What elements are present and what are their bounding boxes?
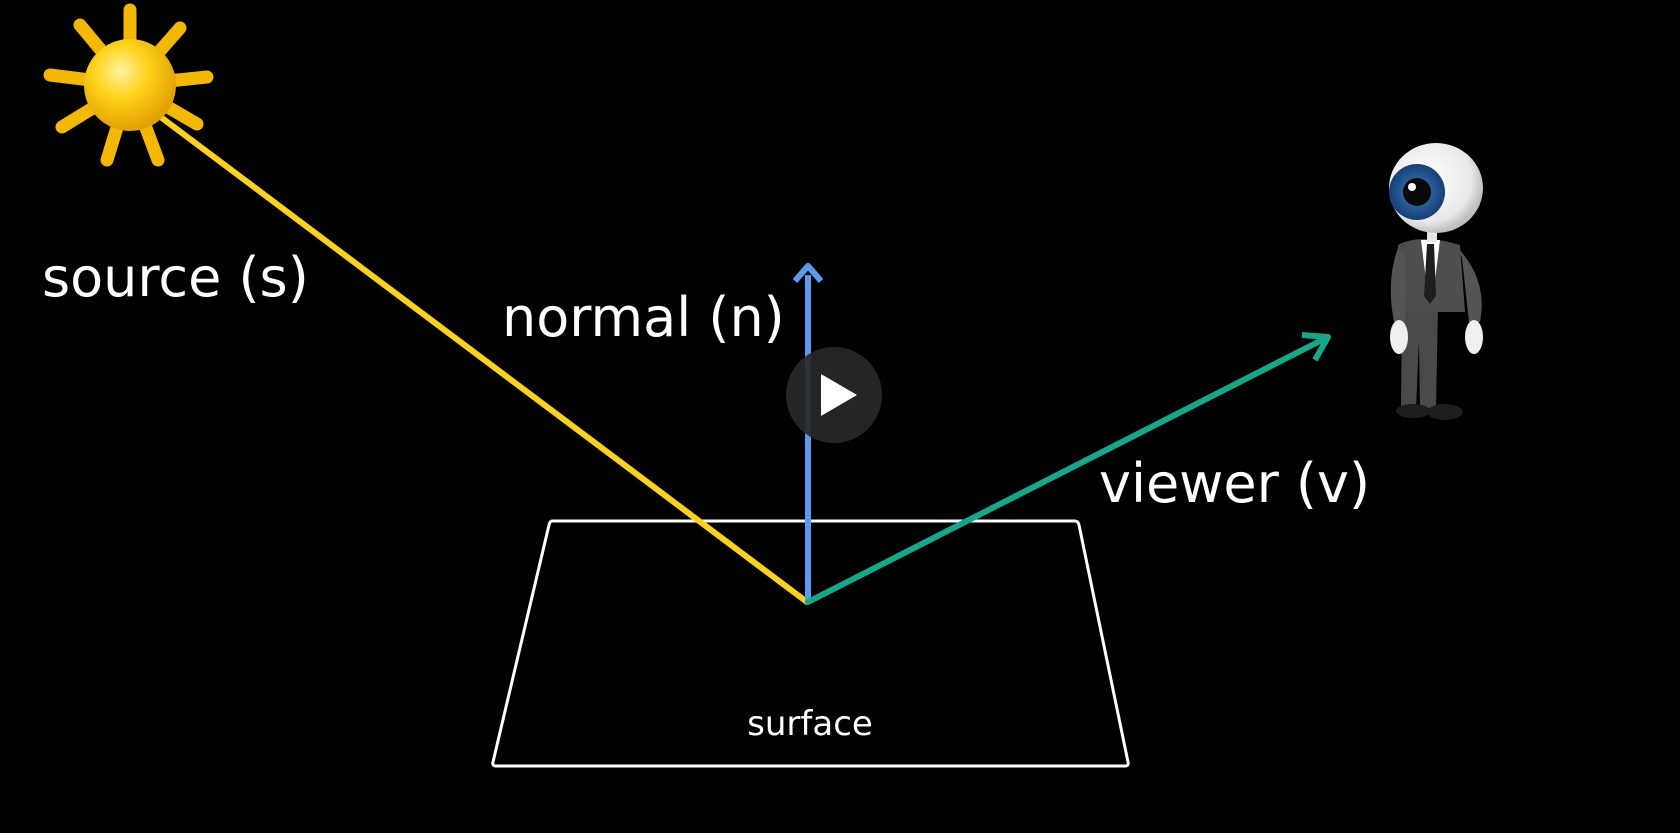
- surface-label: surface: [747, 704, 873, 744]
- viewer-arrowhead: [1301, 332, 1331, 362]
- source-label: source (s): [42, 246, 309, 309]
- normal-arrowhead: [792, 263, 824, 283]
- play-button[interactable]: [786, 347, 882, 443]
- eyeball-person-icon: [1389, 143, 1483, 420]
- viewer-label: viewer (v): [1099, 452, 1370, 515]
- source-ray: [155, 112, 810, 605]
- viewer-ray: [805, 337, 1325, 605]
- normal-label: normal (n): [502, 286, 785, 349]
- surface-outline: [491, 519, 1130, 768]
- sun-icon: [43, 3, 214, 167]
- play-icon: [821, 374, 857, 416]
